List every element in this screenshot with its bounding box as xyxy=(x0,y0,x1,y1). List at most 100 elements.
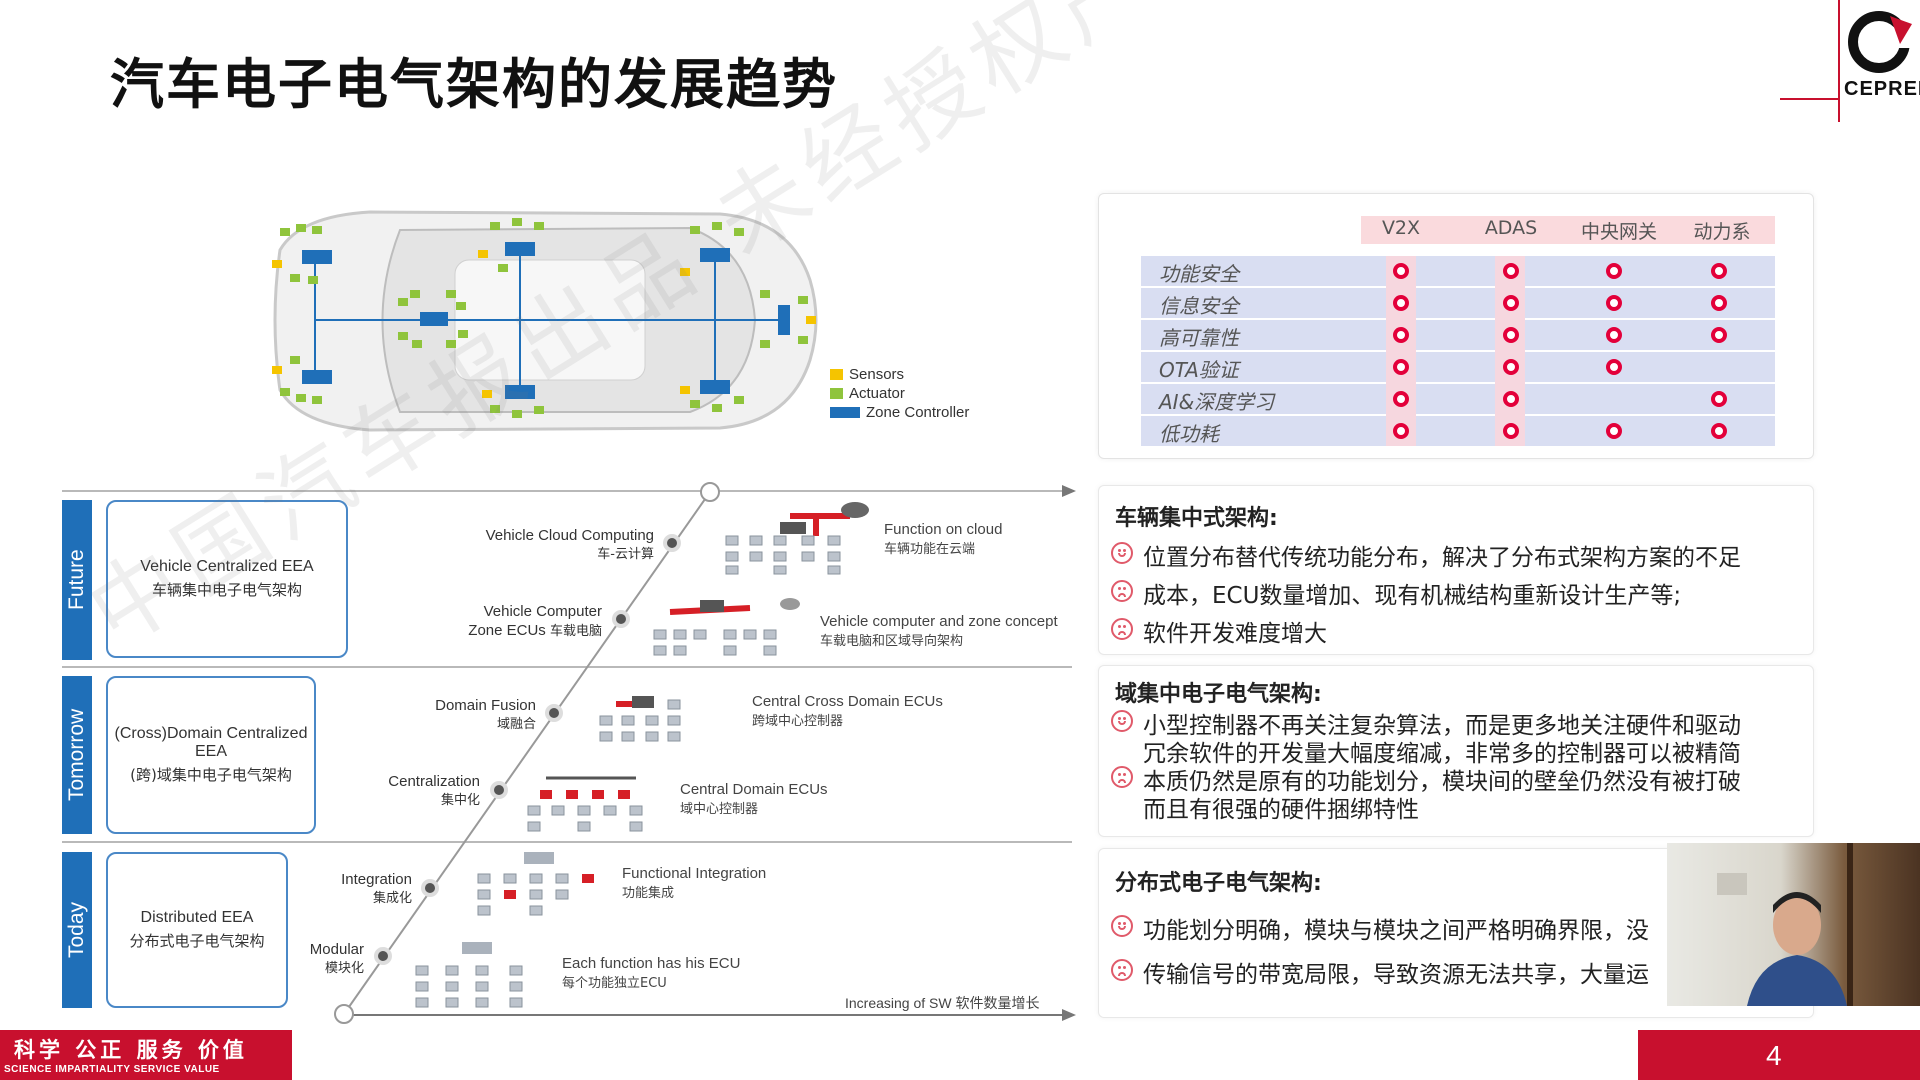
logo-rule-vertical xyxy=(1838,0,1840,122)
section-title: 域集中电子电气架构: xyxy=(1115,682,1322,707)
footer-values-en: SCIENCE IMPARTIALITY SERVICE VALUE xyxy=(4,1064,220,1075)
ecu-domain-fusion-illustration xyxy=(599,696,681,742)
roadmap-trend-line xyxy=(334,482,720,1024)
matrix-mark-dot xyxy=(1711,391,1727,407)
matrix-mark-dot xyxy=(1503,263,1519,279)
section-line: 成本，ECU数量增加、现有机械结构重新设计生产等; xyxy=(1111,576,1681,610)
stage-bar-today xyxy=(62,852,92,1008)
stage-bar-tomorrow xyxy=(62,676,92,834)
matrix-row-label: OTA验证 xyxy=(1159,358,1239,382)
section-line: 功能划分明确，模块与模块之间严格明确界限，没 xyxy=(1111,911,1649,945)
matrix-mark-dot xyxy=(1393,263,1409,279)
legend-sensors: Sensors xyxy=(830,365,969,384)
ecu-central-domain-illustration xyxy=(527,776,643,832)
axis-label: Increasing of SW 软件数量增长 xyxy=(845,995,1040,1011)
matrix-mark-dot xyxy=(1606,423,1622,439)
presenter-image xyxy=(1717,843,1853,1006)
matrix-mark-dot xyxy=(1606,263,1622,279)
eea-box-domain-centralized: (Cross)Domain Centralized EEA(跨)域集中电子电气架… xyxy=(106,676,316,834)
frown-icon xyxy=(1111,959,1133,981)
matrix-mark-dot xyxy=(1711,295,1727,311)
matrix-mark-dot xyxy=(1711,327,1727,343)
section-line: 软件开发难度增大 xyxy=(1111,614,1327,648)
frown-icon xyxy=(1111,618,1133,640)
step-node xyxy=(490,781,508,799)
smile-icon xyxy=(1111,710,1133,732)
ecu-cloud-illustration xyxy=(725,502,869,575)
matrix-mark-dot xyxy=(1606,359,1622,375)
requirement-matrix: V2X ADAS 中央网关 动力系 功能安全 信息安全 高可靠性 OTA验证 A… xyxy=(1098,193,1814,459)
roadmap-divider xyxy=(62,666,1072,668)
stage-label-future: Future xyxy=(65,549,88,611)
car-legend: Sensors Actuator Zone Controller xyxy=(830,365,969,422)
matrix-mark-dot xyxy=(1393,359,1409,375)
section-line: 而且有很强的硬件捆绑特性 xyxy=(1143,797,1419,823)
step-node xyxy=(612,610,630,628)
footer-values-zh: 科学 公正 服务 价值 xyxy=(14,1038,248,1062)
matrix-mark-dot xyxy=(1503,423,1519,439)
matrix-mark-dot xyxy=(1393,327,1409,343)
matrix-row-label: 高可靠性 xyxy=(1159,326,1239,350)
stage-label-today: Today xyxy=(65,901,88,959)
slide-title: 汽车电子电气架构的发展趋势 xyxy=(110,53,838,116)
car-zone-architecture-illustration xyxy=(272,210,818,432)
matrix-mark-dot xyxy=(1393,391,1409,407)
page-number: 4 xyxy=(1766,1040,1782,1071)
matrix-row-label: 低功耗 xyxy=(1159,422,1219,446)
section-title: 车辆集中式架构: xyxy=(1115,506,1278,531)
ecu-vehicle-computer-illustration xyxy=(653,598,800,656)
matrix-col-v2x: V2X xyxy=(1381,217,1421,239)
section-title: 分布式电子电气架构: xyxy=(1115,871,1322,896)
section-domain-centralized: 域集中电子电气架构: 小型控制器不再关注复杂算法，而是更多地关注硬件和驱动 冗余… xyxy=(1098,665,1814,837)
logo-text: CEPREI xyxy=(1844,78,1920,100)
matrix-mark-dot xyxy=(1606,295,1622,311)
matrix-col-powertrain: 动力系 xyxy=(1693,221,1751,243)
matrix-mark-dot xyxy=(1711,423,1727,439)
matrix-row-label: 信息安全 xyxy=(1159,294,1239,318)
matrix-header-band xyxy=(1361,216,1775,244)
section-line: 传输信号的带宽局限，导致资源无法共享，大量运 xyxy=(1111,955,1649,989)
matrix-row-label: AI&深度学习 xyxy=(1159,390,1275,414)
roadmap-top-rule xyxy=(62,490,1072,492)
matrix-col-adas: ADAS xyxy=(1484,217,1538,239)
axis-arrow-icon xyxy=(1062,1009,1076,1021)
stage-bar-future xyxy=(62,500,92,660)
axis-arrow-icon xyxy=(1062,485,1076,497)
footer-values-bar: 科学 公正 服务 价值 SCIENCE IMPARTIALITY SERVICE… xyxy=(0,1030,292,1080)
matrix-mark-dot xyxy=(1503,391,1519,407)
ecu-modular-illustration xyxy=(415,942,523,1008)
section-vehicle-centralized: 车辆集中式架构: 位置分布替代传统功能分布，解决了分布式架构方案的不足 成本，E… xyxy=(1098,485,1814,655)
roadmap-axis xyxy=(345,1014,1072,1016)
matrix-mark-dot xyxy=(1606,327,1622,343)
stage-label-tomorrow: Tomorrow xyxy=(65,708,88,802)
legend-zone-controller: Zone Controller xyxy=(830,403,969,422)
matrix-row-label: 功能安全 xyxy=(1159,262,1239,286)
legend-actuator: Actuator xyxy=(830,384,969,403)
section-line: 冗余软件的开发量大幅度缩减，非常多的控制器可以被精简 xyxy=(1143,741,1741,767)
smile-icon xyxy=(1111,542,1133,564)
matrix-col-gateway: 中央网关 xyxy=(1580,221,1657,243)
frown-icon xyxy=(1111,580,1133,602)
footer-page-bar xyxy=(1638,1030,1920,1080)
frown-icon xyxy=(1111,766,1133,788)
presenter-webcam xyxy=(1667,843,1920,1006)
step-node xyxy=(663,534,681,552)
matrix-mark-dot xyxy=(1503,295,1519,311)
section-line: 位置分布替代传统功能分布，解决了分布式架构方案的不足 xyxy=(1111,538,1741,572)
step-node xyxy=(374,947,392,965)
ecu-integration-illustration xyxy=(477,852,594,916)
